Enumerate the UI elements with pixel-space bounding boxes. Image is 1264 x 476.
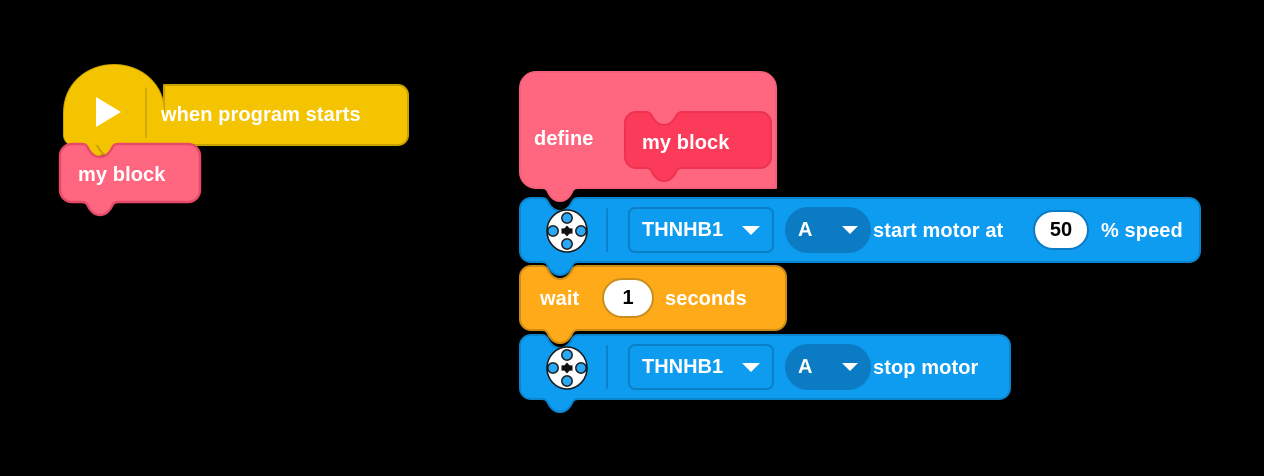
hub-icon bbox=[545, 209, 589, 253]
hub-selector-value: THNHB1 bbox=[642, 355, 724, 378]
hub-icon bbox=[545, 346, 589, 390]
hub-selector-value: THNHB1 bbox=[642, 218, 724, 241]
port-selector-stop[interactable]: A bbox=[785, 344, 871, 390]
speed-value: 50 bbox=[1049, 218, 1073, 241]
port-selector-start[interactable]: A bbox=[785, 207, 871, 253]
chevron-down-icon bbox=[842, 363, 858, 371]
block-start-motor[interactable]: THNHB1 A start motor at 50 % speed bbox=[518, 196, 1202, 276]
hat-divider bbox=[145, 88, 147, 138]
wait-value-input[interactable]: 1 bbox=[602, 278, 654, 318]
play-icon bbox=[96, 97, 121, 127]
wait-value: 1 bbox=[622, 286, 634, 309]
chevron-down-icon bbox=[742, 362, 760, 372]
block-when-program-starts[interactable]: when program starts bbox=[60, 57, 412, 159]
block-define-my-block[interactable]: define my block bbox=[518, 70, 780, 210]
hub-divider bbox=[606, 208, 608, 252]
block-prototype-my-block[interactable]: my block bbox=[624, 110, 774, 182]
hub-selector-stop[interactable]: THNHB1 bbox=[628, 344, 774, 390]
block-call-my-block[interactable]: my block bbox=[58, 142, 218, 217]
chevron-down-icon bbox=[742, 225, 760, 235]
port-selector-value: A bbox=[798, 355, 813, 378]
hub-divider bbox=[606, 345, 608, 389]
chevron-down-icon bbox=[842, 226, 858, 234]
speed-value-input[interactable]: 50 bbox=[1033, 210, 1089, 250]
block-stop-motor[interactable]: THNHB1 A stop motor bbox=[518, 333, 1012, 415]
hub-selector-start[interactable]: THNHB1 bbox=[628, 207, 774, 253]
block-wait-seconds[interactable]: wait 1 seconds bbox=[518, 264, 788, 344]
port-selector-value: A bbox=[798, 218, 813, 241]
